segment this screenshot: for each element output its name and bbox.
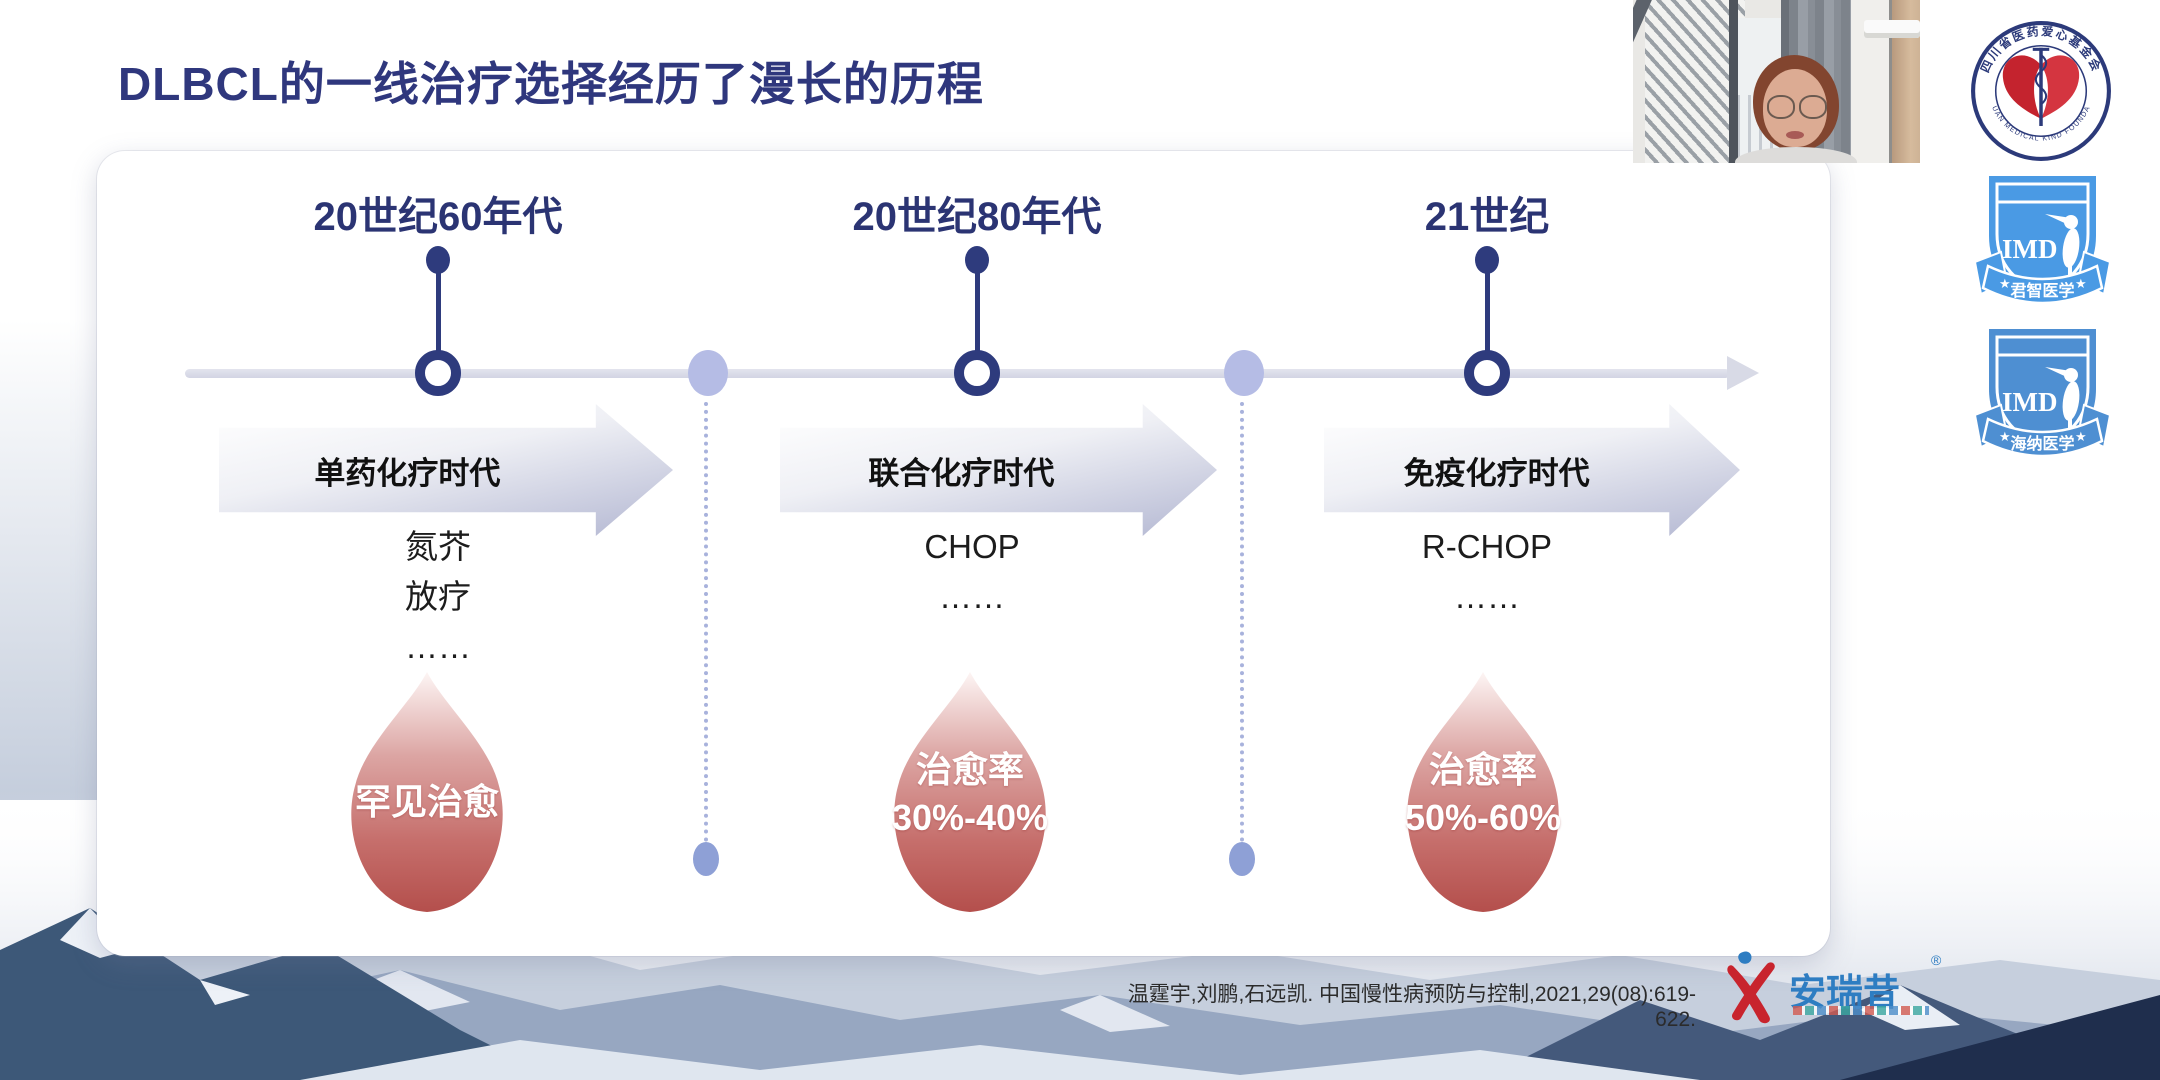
air-conditioner (1864, 20, 1920, 38)
divider-end-dot-icon (1229, 842, 1255, 876)
kingfisher-bird-icon (2045, 214, 2080, 278)
outcome-text: 治愈率 (1428, 749, 1537, 790)
ribbon-text: 海纳医学 (2010, 434, 2074, 453)
era-label: 免疫化疗时代 (1403, 455, 1590, 491)
heart-staff-emblem-icon (2002, 47, 2080, 126)
star-icon: ★ (1999, 429, 2011, 444)
treatment-item: R-CHOP (1421, 528, 1553, 565)
timeline-ring-icon (954, 350, 1000, 396)
treatment-item: 放疗 (405, 578, 471, 615)
outcome-value: 50%-60% (1404, 797, 1562, 838)
timeline-ring-icon (415, 350, 461, 396)
outcome-drop-3: 治愈率 50%-60% (1383, 668, 1583, 918)
period-label-21st-century: 21世纪 (1424, 195, 1550, 239)
teardrop-icon (1407, 672, 1559, 912)
glasses-icon (1765, 95, 1827, 119)
treatment-item: …… (939, 578, 1005, 615)
outcome-drop-1: 罕见治愈 (327, 668, 527, 918)
timeline-separator-dot-icon (688, 350, 728, 396)
treatment-item: …… (405, 628, 471, 665)
speaker-mouth (1786, 131, 1804, 139)
reference-citation: 温霆宇,刘鹏,石远凯. 中国慢性病预防与控制,2021,29(08):619-6… (1127, 983, 1696, 1031)
period-label-1960s: 20世纪60年代 (313, 195, 563, 239)
era-label: 联合化疗时代 (868, 455, 1055, 491)
imd-shield-text: IMD (2002, 387, 2058, 417)
foundation-logo: 四川省医药爱心基金会 SICHUAN MEDICAL KIND FOUNDATI… (1970, 20, 2111, 161)
timeline-arrowhead-icon (1727, 356, 1759, 390)
registered-mark: ® (1931, 952, 1942, 968)
outcome-value: 30%-40% (891, 797, 1049, 838)
timeline-separator-dot-icon (1224, 350, 1264, 396)
speaker-avatar (1735, 55, 1857, 163)
background-left-gradient (0, 320, 110, 800)
ribbon-banner: ★ ★ 海纳医学 (1975, 403, 2110, 458)
treatment-item: CHOP (924, 528, 1020, 565)
column-divider-dotted-line (1240, 402, 1244, 842)
imd-shield-logo-2: IMD ★ ★ 海纳医学 (1975, 329, 2110, 458)
teardrop-icon (894, 672, 1046, 912)
outcome-text: 治愈率 (915, 749, 1024, 790)
star-icon: ★ (2075, 429, 2087, 444)
ribbon-text: 君智医学 (2010, 281, 2074, 300)
treatment-list-1: 氮芥 放疗 …… (238, 522, 638, 672)
teardrop-icon (351, 672, 503, 912)
timeline-marker-stem (1485, 268, 1490, 356)
imd-shield-text: IMD (2002, 234, 2058, 264)
star-icon: ★ (2075, 276, 2087, 291)
brand-logo: 安瑞昔 ® (1723, 948, 1941, 1028)
timeline-marker-stem (436, 268, 441, 356)
speaker-shoulders (1735, 147, 1857, 163)
imd-shield-logo-1: IMD ★ ★ 君智医学 (1975, 176, 2110, 305)
window-view (1645, 0, 1745, 163)
slide-title: DLBCL的一线治疗选择经历了漫长的历程 (118, 58, 984, 110)
star-icon: ★ (1999, 276, 2011, 291)
era-label: 单药化疗时代 (314, 455, 501, 491)
timeline-marker-stem (975, 268, 980, 356)
period-label-1980s: 20世纪80年代 (852, 195, 1102, 239)
window-post (1729, 0, 1738, 163)
brand-figure-icon (1727, 951, 1775, 1024)
brand-tagline (1793, 1006, 1929, 1015)
kingfisher-bird-icon (2045, 367, 2080, 431)
divider-end-dot-icon (693, 842, 719, 876)
webcam-video-feed[interactable] (1633, 0, 1920, 163)
ribbon-banner: ★ ★ 君智医学 (1975, 250, 2110, 305)
outcome-drop-2: 治愈率 30%-40% (870, 668, 1070, 918)
column-divider-dotted-line (704, 402, 708, 842)
treatment-item: 氮芥 (405, 528, 471, 565)
outcome-text: 罕见治愈 (354, 781, 499, 822)
treatment-list-2: CHOP …… (772, 522, 1172, 622)
treatment-list-3: R-CHOP …… (1287, 522, 1687, 622)
treatment-item: …… (1454, 578, 1520, 615)
timeline-ring-icon (1464, 350, 1510, 396)
